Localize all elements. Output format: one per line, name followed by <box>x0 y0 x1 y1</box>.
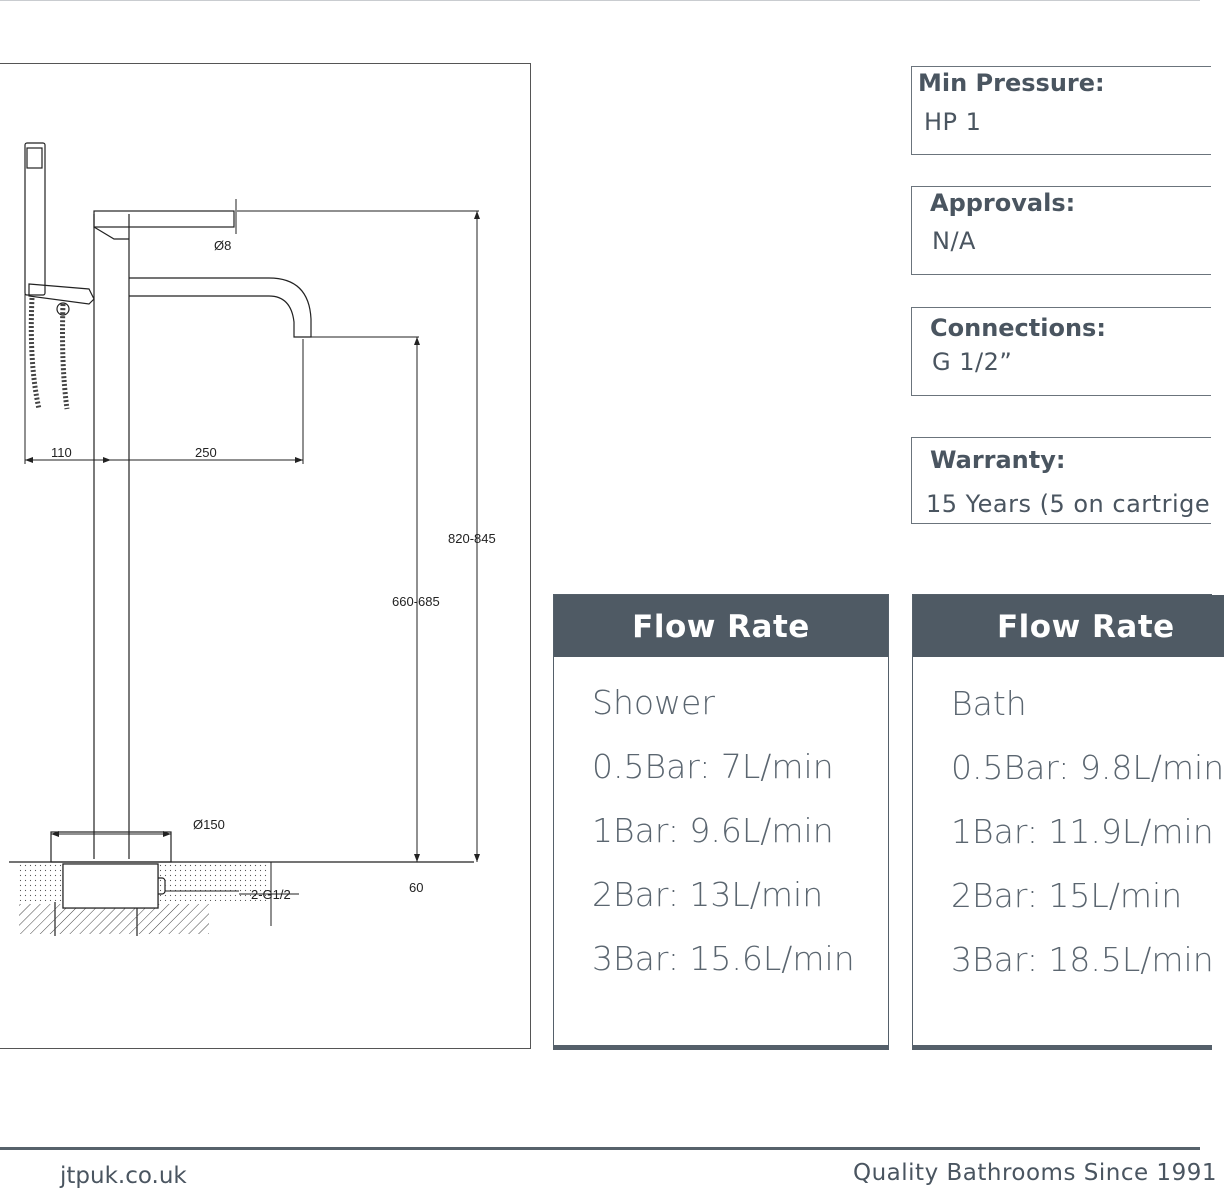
spec-approvals: Approvals: N/A <box>911 186 1211 275</box>
dim-150: Ø150 <box>193 817 225 832</box>
spec-value: G 1/2” <box>932 348 1013 376</box>
spec-title: Connections: <box>930 314 1106 342</box>
flow-rate-bath-panel: Flow Rate Bath 0.5Bar: 9.8L/min 1Bar: 11… <box>912 594 1224 1050</box>
dim-connection: 2-G1/2 <box>251 887 291 902</box>
dim-spray: Ø8 <box>214 238 231 253</box>
spec-value: N/A <box>932 227 976 255</box>
technical-drawing: Ø8 110 250 820-845 660-685 Ø150 60 2-G1/… <box>0 63 531 1049</box>
flow-item: 2Bar: 13L/min <box>592 875 824 914</box>
flow-item: 3Bar: 15.6L/min <box>592 939 855 978</box>
floor-hatch <box>19 904 209 934</box>
flow-rate-shower-panel: Flow Rate Shower 0.5Bar: 7L/min 1Bar: 9.… <box>553 594 889 1050</box>
footer-rule <box>0 1147 1200 1150</box>
dimension-lines <box>24 199 479 926</box>
dim-60: 60 <box>409 880 423 895</box>
tap-outline <box>9 142 474 936</box>
dim-660-685: 660-685 <box>392 594 440 609</box>
flow-item-label: Bath <box>951 684 1027 723</box>
tap-drawing-svg: Ø8 110 250 820-845 660-685 Ø150 60 2-G1/… <box>9 142 496 936</box>
flow-item: 1Bar: 11.9L/min <box>951 812 1214 851</box>
dim-250: 250 <box>195 445 217 460</box>
spec-title: Warranty: <box>930 446 1066 474</box>
top-rule <box>0 0 1200 1</box>
dim-820-845: 820-845 <box>448 531 496 546</box>
spec-title: Min Pressure: <box>918 69 1105 97</box>
spec-value: 15 Years (5 on cartrige <box>926 490 1211 518</box>
flow-item: 1Bar: 9.6L/min <box>592 811 834 850</box>
spec-warranty: Warranty: 15 Years (5 on cartrige <box>911 437 1211 524</box>
flow-rate-header: Flow Rate <box>554 595 888 657</box>
dim-110: 110 <box>51 445 72 460</box>
footer-tagline: Quality Bathrooms Since 1991 <box>853 1160 1217 1186</box>
flow-item: 0.5Bar: 9.8L/min <box>951 748 1224 787</box>
flow-rate-header: Flow Rate <box>913 595 1224 657</box>
spec-title: Approvals: <box>930 189 1076 217</box>
flow-item: 3Bar: 18.5L/min <box>951 940 1214 979</box>
footer-website: jtpuk.co.uk <box>60 1163 187 1189</box>
flow-item-label: Shower <box>592 683 715 722</box>
spec-min-pressure: Min Pressure: HP 1 <box>911 66 1211 155</box>
dimension-arrows <box>25 211 480 862</box>
flow-item: 0.5Bar: 7L/min <box>592 747 834 786</box>
flow-item: 2Bar: 15L/min <box>951 876 1183 915</box>
spec-connections: Connections: G 1/2” <box>911 307 1211 396</box>
spec-value: HP 1 <box>924 108 982 136</box>
